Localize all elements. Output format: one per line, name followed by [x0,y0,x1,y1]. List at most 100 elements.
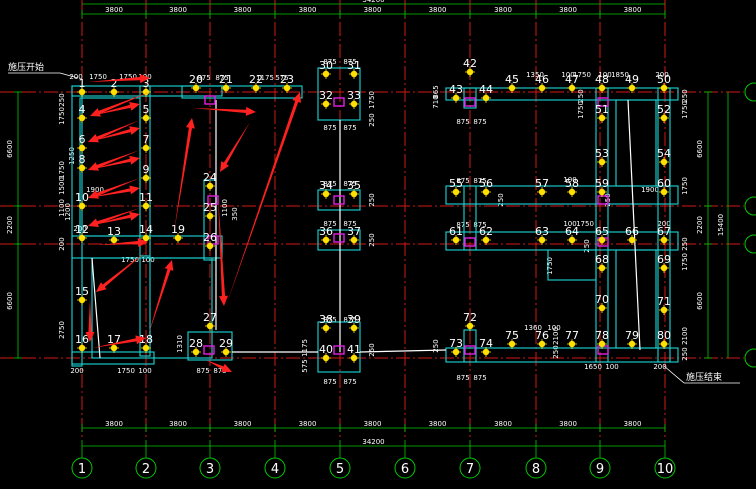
pile-number: 36 [319,225,333,238]
pile-number: 44 [479,83,493,96]
pile-cap-marker [204,95,216,105]
local-dim-label: 1750 [681,253,689,271]
local-dim-label: 1360 [524,324,542,332]
pile-caps [203,95,609,355]
pile-cap-marker [597,195,609,205]
pile-number: 50 [657,73,671,86]
dim-label: 3800 [105,420,123,428]
pile-number: 3 [143,77,150,90]
wall-segment [187,331,233,361]
pile-number: 41 [347,343,361,356]
wall-segment [463,185,477,251]
foundation-walls [71,67,679,373]
local-dim-label: 875 [323,58,336,66]
axis-label: 5 [336,462,344,477]
pile-number: 32 [319,89,333,102]
pile-number: 42 [463,57,477,70]
local-dim-label: 1750 [681,101,689,119]
pile-number: 21 [219,73,233,86]
local-dim-label: 1850 [611,71,629,79]
start-note: 施压开始 [8,61,44,73]
local-dim-label: 200 [655,71,668,79]
pile-number: 29 [219,337,233,350]
dim-label: 3800 [559,420,577,428]
dim-label: 3800 [494,420,512,428]
dim-label: 3800 [169,6,187,14]
pile-number: 38 [319,313,333,326]
local-dim-label: 1500 [58,177,66,195]
local-dim-label: 865 [432,85,440,98]
local-dim-label: 1750 [577,101,585,119]
pile-number: 66 [625,225,639,238]
sequence-arrow [88,178,140,199]
pile-number: 78 [595,329,609,342]
pile-cap-marker [464,97,476,107]
sequence-arrow [148,260,174,336]
dim-label: 6600 [6,140,14,158]
sequence-arrow [88,150,140,171]
axis-bubble [744,196,756,216]
pile-number: 52 [657,103,671,116]
pile-number: 35 [347,179,361,192]
pile-number: 61 [449,225,463,238]
local-dim-label: 1750 [117,367,135,375]
pile-number: 7 [143,133,150,146]
local-dim-label: 875 [343,378,356,386]
local-dim-label: 875 [473,118,486,126]
local-dim-label: 100 [563,176,576,184]
pile-number: 14 [139,223,153,236]
dim-label: 6600 [696,140,704,158]
pile-number: 46 [535,73,549,86]
pile-number: 13 [107,225,121,238]
local-dim-label: 875 [456,118,469,126]
local-dim-label: 1175 [256,74,274,82]
local-dim-label: 875 [343,220,356,228]
axis-label: 7 [466,462,474,477]
local-dim-label: 250 [681,89,689,102]
local-dim-label: 1200 [64,203,72,221]
wall-segment [615,249,657,349]
local-dim-label: 1750 [58,161,66,179]
local-dim-label: 575 [301,359,309,372]
local-dim-label: 250 [368,233,376,246]
local-dim-label: 875 [213,367,226,375]
wall-segment [547,249,597,281]
sequence-arrow [206,360,232,372]
pile-number: 39 [347,313,361,326]
pile-number: 26 [203,231,217,244]
pile-number: 48 [595,73,609,86]
pile-number: 76 [535,329,549,342]
pile-number: 59 [595,177,609,190]
local-dim-label: 2750 [58,321,66,339]
local-dim-label: 250 [577,89,585,102]
beam-line [91,257,101,359]
sequence-arrow [85,298,95,342]
sequence-arrow [226,92,301,306]
beam-line [627,99,641,351]
local-dim-label: 875 [215,74,228,82]
dim-label: 3800 [299,420,317,428]
pile-number: 31 [347,59,361,72]
sequence-arrows [85,74,301,372]
local-dim-label: 575 [275,74,288,82]
wall-segment [91,257,213,359]
pile-number: 65 [595,225,609,238]
pile-cap-marker [597,97,609,107]
local-dim-label: 710 [432,95,440,108]
local-dim-label: 1750 [573,71,591,79]
local-dim-label: 100 [561,71,574,79]
pile-cap-marker [207,195,219,205]
sequence-arrow [88,208,140,227]
local-dim-label: 1175 [301,339,309,357]
dim-total-label: 15400 [717,214,725,236]
local-dim-label: 875 [473,177,486,185]
sequence-arrow [88,126,140,142]
local-dim-label: 100 [598,71,611,79]
pile-number: 25 [203,201,217,214]
sequence-arrow [192,106,256,116]
pile-number: 74 [479,337,493,350]
pile-number: 67 [657,225,671,238]
end-leader [663,365,685,384]
